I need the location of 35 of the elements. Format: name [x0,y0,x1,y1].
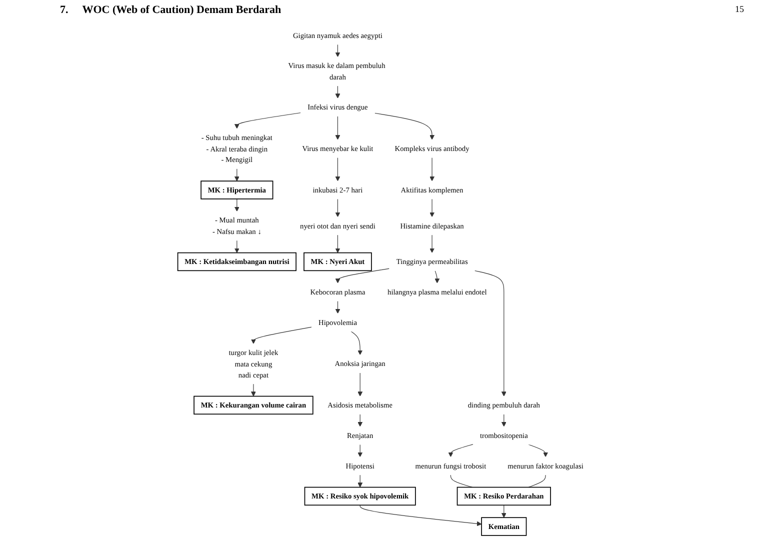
arrow [234,240,240,254]
arrow [358,474,363,488]
section-number: 7. [60,4,68,16]
arrow [434,270,440,284]
arrow [430,157,435,182]
arrow [250,326,312,344]
arrow [234,168,240,182]
arrow [234,112,302,129]
arrow [358,372,363,396]
arrow [335,300,340,314]
arrow [501,414,506,427]
arrow [358,444,363,458]
arrow [360,504,482,526]
arrow [335,86,340,98]
arrow [335,198,340,218]
arrow [358,414,363,427]
arrow [430,234,435,254]
connector [450,474,473,488]
arrow [335,234,340,254]
arrow [335,116,340,140]
arrow [474,270,506,396]
arrow [350,331,363,356]
arrow [528,444,548,458]
arrow [234,198,240,212]
arrow [250,384,256,396]
arrow [374,112,435,140]
arrow [335,44,340,58]
connector [528,474,546,488]
arrow [501,504,506,518]
arrow [335,157,340,182]
diagram-title: WOC (Web of Caution) Demam Berdarah [82,4,282,16]
arrow [335,268,390,284]
page-number: 15 [735,4,744,14]
arrow [448,444,474,458]
arrow [430,198,435,218]
